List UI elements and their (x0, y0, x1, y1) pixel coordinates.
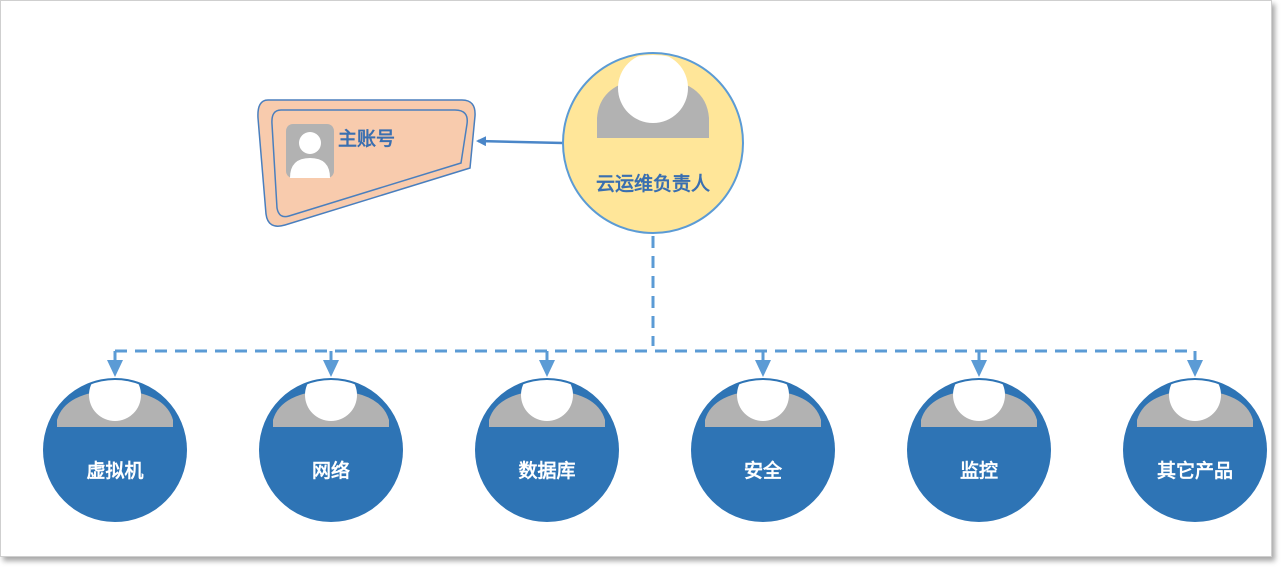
child-avatar-icon (921, 380, 1037, 427)
root-node[interactable]: 云运维负责人 (560, 50, 750, 234)
child-label: 数据库 (518, 459, 575, 482)
root-avatar-icon (565, 55, 741, 140)
connector-lines (115, 236, 1195, 353)
child-node[interactable]: 网络 (259, 351, 403, 522)
child-avatar-icon (705, 380, 821, 427)
child-arrow-icon (971, 360, 987, 377)
child-nodes: 虚拟机 网络 数据库 安全 监控 其它产品 (43, 351, 1267, 522)
child-avatar-icon (57, 380, 173, 427)
root-to-account-arrow (476, 136, 564, 147)
child-arrow-icon (755, 360, 771, 377)
account-label: 主账号 (338, 128, 395, 150)
child-label: 其它产品 (1157, 459, 1233, 482)
child-node[interactable]: 数据库 (475, 351, 619, 522)
child-node[interactable]: 安全 (691, 351, 835, 522)
child-arrow-icon (539, 360, 555, 377)
child-node[interactable]: 监控 (907, 351, 1051, 522)
child-arrow-icon (1187, 360, 1203, 377)
child-arrow-icon (323, 360, 339, 377)
child-node[interactable]: 其它产品 (1123, 351, 1267, 522)
child-avatar-icon (273, 380, 389, 427)
account-card[interactable]: 主账号 (257, 99, 476, 227)
child-avatar-icon (1137, 380, 1253, 427)
child-label: 网络 (312, 459, 350, 482)
child-avatar-icon (489, 380, 605, 427)
root-label: 云运维负责人 (596, 172, 711, 195)
child-node[interactable]: 虚拟机 (43, 351, 187, 522)
child-label: 监控 (960, 459, 998, 482)
child-label: 安全 (744, 459, 783, 482)
child-label: 虚拟机 (86, 459, 143, 482)
child-arrow-icon (107, 360, 123, 377)
account-avatar-icon (286, 124, 334, 178)
